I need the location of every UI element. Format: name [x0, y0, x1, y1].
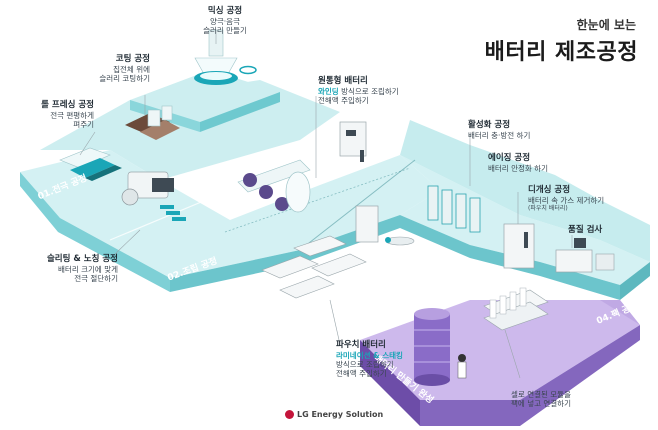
- step-coating-desc-2: 슬러리 코팅하기: [99, 74, 150, 83]
- step-mixing: 믹싱 공정 양극·음극 슬러리 만들기: [190, 6, 260, 35]
- step-coating-title: 코팅 공정: [115, 54, 150, 64]
- step-cylindrical-desc-1: 와인딩 방식으로 조립하기: [318, 87, 438, 96]
- step-roll-press-title: 롤 프레싱 공정: [41, 100, 94, 110]
- pouch-injection-machine: [355, 205, 415, 246]
- step-pouch-title: 파우치 배터리: [336, 340, 386, 350]
- platform-top: [400, 120, 650, 262]
- module-tray: [483, 287, 549, 331]
- step-degassing-title: 디개싱 공정: [528, 185, 571, 195]
- step-pouch: 파우치 배터리 라미네이션 & 스태킹 방식으로 조립하기 전해액 주입하기: [336, 340, 456, 379]
- platform-side: [620, 262, 650, 300]
- step-cylindrical-highlight: 와인딩: [318, 86, 339, 96]
- step-slitting-desc-2: 전극 절단하기: [74, 274, 118, 283]
- activation-racks: [427, 185, 481, 233]
- step-activation: 활성화 공정 배터리 충·방전 하기: [468, 120, 578, 140]
- step-cylindrical-desc-1-rest: 방식으로 조립하기: [338, 86, 399, 96]
- step-mixing-title: 믹싱 공정: [207, 6, 243, 16]
- slitting-machine: [121, 171, 186, 221]
- step-mixing-desc-1: 양극·음극: [210, 16, 240, 26]
- step-inspection-title: 품질 검사: [568, 225, 603, 235]
- step-degassing: 디개싱 공정 배터리 속 가스 제거하기 (파우치 배터리): [528, 185, 653, 213]
- step-pack: 셀로 연결된 모듈을 팩에 넣고 연결하기: [486, 390, 596, 409]
- degassing-machine: [503, 223, 535, 269]
- step-degassing-desc-1: 배터리 속 가스 제거하기: [528, 195, 605, 205]
- brand-logo-text: LG Energy Solution: [297, 410, 384, 419]
- mixing-machine: [194, 29, 257, 85]
- step-mixing-desc-2: 슬러리 만들기: [203, 26, 247, 35]
- step-cylindrical: 원통형 배터리 와인딩 방식으로 조립하기 전해액 주입하기: [318, 76, 438, 105]
- step-cylindrical-title: 원통형 배터리: [318, 76, 368, 86]
- step-aging-desc-1: 배터리 안정화 하기: [488, 163, 548, 173]
- step-pouch-highlight: 라미네이션 & 스태킹: [336, 350, 403, 360]
- step-pouch-desc-2: 전해액 주입하기: [336, 369, 387, 379]
- step-coating-desc-1: 집전체 위에: [113, 64, 150, 74]
- step-roll-press-desc-1: 전극 편평하게: [50, 110, 94, 120]
- step-cylindrical-desc-2: 전해액 주입하기: [318, 96, 369, 105]
- lg-logo-icon: [285, 410, 294, 419]
- pack-platform-side: [360, 340, 420, 426]
- step-slitting: 슬리팅 & 노칭 공정 배터리 크기에 맞게 전극 절단하기: [12, 254, 118, 283]
- header-title: 배터리 제조공정: [484, 40, 638, 65]
- pack-platform-side: [420, 325, 640, 426]
- step-pack-desc-2: 팩에 넣고 연결하기: [511, 399, 571, 409]
- coating-machine: [125, 105, 180, 140]
- step-activation-desc-1: 배터리 충·방전 하기: [468, 130, 531, 140]
- battery-cell-illustration: [414, 308, 467, 386]
- step-slitting-title: 슬리팅 & 노칭 공정: [46, 254, 118, 264]
- step-roll-press: 롤 프레싱 공정 전극 편평하게 펴주기: [4, 100, 94, 129]
- header-subtitle: 한눈에 보는: [576, 18, 636, 32]
- cylinder-injection-machine: [339, 121, 367, 162]
- step-pouch-desc-1: 방식으로 조립하기: [336, 360, 394, 369]
- step-roll-press-desc-2: 펴주기: [73, 120, 94, 129]
- roll-press-machine: [59, 147, 122, 181]
- step-activation-title: 활성화 공정: [468, 120, 511, 130]
- step-slitting-desc-1: 배터리 크기에 맞게: [58, 264, 118, 274]
- step-degassing-note: (파우치 배터리): [528, 205, 568, 212]
- step-aging: 에이징 공정 배터리 안정화 하기: [488, 153, 598, 173]
- step-coating: 코팅 공정 집전체 위에 슬러리 코팅하기: [60, 54, 150, 83]
- platform-top: [20, 150, 440, 278]
- pouch-lamination-machine: [261, 235, 367, 299]
- platform-side: [20, 172, 170, 292]
- winding-machine: [237, 159, 311, 213]
- brand-logo: LG Energy Solution: [285, 410, 383, 419]
- inspection-station: [555, 238, 615, 273]
- step-pack-desc-1: 셀로 연결된 모듈을: [511, 390, 571, 399]
- step-inspection: 품질 검사: [568, 225, 648, 236]
- step-aging-title: 에이징 공정: [488, 153, 531, 163]
